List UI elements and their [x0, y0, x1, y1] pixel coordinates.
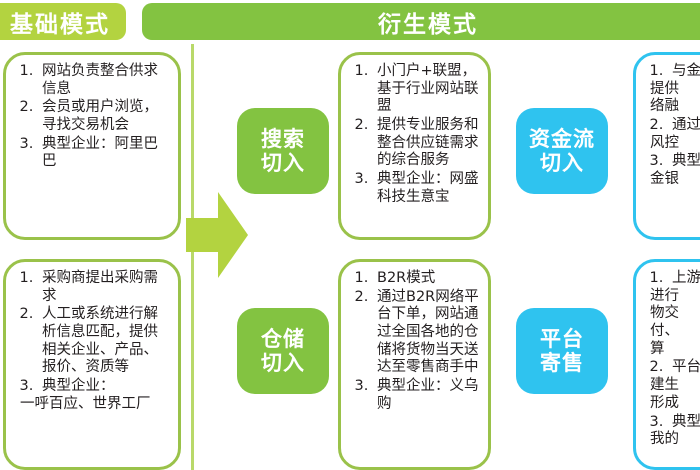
list-item: 典型企业：网盛科技生意宝	[373, 171, 482, 206]
list-item: B2R模式	[373, 270, 482, 288]
list-item-cont: 络融	[650, 98, 679, 115]
column-divider	[191, 44, 194, 470]
list-item-cont: 形成	[650, 394, 679, 411]
list-item: 提供专业服务和整合供应链需求的综合服务	[373, 117, 482, 170]
list-item-text: 平台	[672, 359, 700, 376]
list-item-tail: 一呼百应、世界工厂	[20, 395, 151, 412]
list-item: 典型企业： 一呼百应、世界工厂	[20, 378, 172, 413]
tile-search-entry-line1: 搜索	[261, 126, 305, 151]
list-item: 上游 进行 物交 付、 算	[650, 270, 700, 358]
right-arrow-icon	[186, 192, 248, 278]
list-item: 人工或系统进行解析信息匹配，提供相关企业、产品、报价、资质等	[38, 306, 172, 377]
list-item-cont: 建生	[650, 377, 679, 394]
list-item-cont: 我的	[650, 431, 679, 448]
list-item: 通过B2R网络平台下单，网站通过全国各地的仓储将货物当天送达至零售商手中	[373, 289, 482, 377]
list-item-text: 通过	[672, 117, 700, 134]
list-item-cont: 金银	[650, 171, 679, 188]
tile-fund-flow-entry-line2: 切入	[540, 151, 584, 175]
list-item: 小门户+联盟，基于行业网站联盟	[373, 63, 482, 116]
tile-storage-entry-line2: 切入	[261, 351, 305, 375]
list-item: 网站负责整合供求信息	[38, 63, 172, 98]
list-item-text: 与金	[672, 63, 700, 79]
card-basic-1-list: 网站负责整合供求信息 会员或用户浏览，寻找交易机会 典型企业：阿里巴巴	[12, 63, 172, 171]
header-basic-mode-label: 基础模式	[10, 11, 110, 38]
card-search-detail: 小门户+联盟，基于行业网站联盟 提供专业服务和整合供应链需求的综合服务 典型企业…	[338, 52, 491, 240]
tile-platform-consignment-line2: 寄售	[540, 351, 584, 375]
card-storage-detail: B2R模式 通过B2R网络平台下单，网站通过全国各地的仓储将货物当天送达至零售商…	[338, 259, 491, 470]
list-item: 平台 建生 形成	[650, 359, 700, 412]
list-item: 典型 金银	[650, 153, 700, 188]
list-item-text: 典型	[672, 413, 700, 430]
list-item-cont: 提供	[650, 80, 679, 97]
card-fund-flow-detail-list: 与金 提供 络融 通过 风控 典型 金银	[642, 63, 700, 189]
header-basic-mode: 基础模式	[0, 3, 126, 40]
card-basic-2-list: 采购商提出采购需求 人工或系统进行解析信息匹配，提供相关企业、产品、报价、资质等…	[12, 270, 172, 414]
list-item-cont: 付、	[650, 323, 679, 340]
list-item-cont: 物交	[650, 305, 679, 322]
list-item: 典型企业：义乌购	[373, 378, 482, 413]
list-item-cont: 进行	[650, 287, 679, 304]
card-basic-1: 网站负责整合供求信息 会员或用户浏览，寻找交易机会 典型企业：阿里巴巴	[3, 52, 181, 240]
list-item: 采购商提出采购需求	[38, 270, 172, 305]
list-item-text: 典型	[672, 153, 700, 170]
card-basic-2: 采购商提出采购需求 人工或系统进行解析信息匹配，提供相关企业、产品、报价、资质等…	[3, 259, 181, 470]
card-platform-consignment-detail: 上游 进行 物交 付、 算 平台 建生 形成 典型 我的	[633, 259, 700, 470]
tile-fund-flow-entry[interactable]: 资金流 切入	[516, 108, 608, 194]
list-item-text: 典型企业：	[42, 378, 115, 395]
list-item-cont: 算	[650, 340, 665, 357]
card-fund-flow-detail: 与金 提供 络融 通过 风控 典型 金银	[633, 52, 700, 240]
header-derived-mode-label: 衍生模式	[378, 11, 478, 38]
list-item: 通过 风控	[650, 117, 700, 152]
tile-search-entry[interactable]: 搜索 切入	[237, 108, 329, 194]
card-platform-consignment-detail-list: 上游 进行 物交 付、 算 平台 建生 形成 典型 我的	[642, 270, 700, 449]
tile-search-entry-line2: 切入	[261, 151, 305, 175]
tile-platform-consignment-line1: 平台	[540, 326, 584, 351]
tile-storage-entry-line1: 仓储	[261, 326, 305, 351]
list-item: 会员或用户浏览，寻找交易机会	[38, 99, 172, 134]
list-item-text: 上游	[672, 270, 700, 286]
list-item: 与金 提供 络融	[650, 63, 700, 116]
list-item-cont: 风控	[650, 134, 679, 151]
tile-fund-flow-entry-line1: 资金流	[529, 126, 595, 151]
tile-storage-entry[interactable]: 仓储 切入	[237, 308, 329, 394]
header-derived-mode: 衍生模式	[142, 3, 700, 40]
tile-platform-consignment[interactable]: 平台 寄售	[516, 308, 608, 394]
list-item: 典型企业：阿里巴巴	[38, 136, 172, 171]
card-storage-detail-list: B2R模式 通过B2R网络平台下单，网站通过全国各地的仓储将货物当天送达至零售商…	[347, 270, 482, 414]
card-search-detail-list: 小门户+联盟，基于行业网站联盟 提供专业服务和整合供应链需求的综合服务 典型企业…	[347, 63, 482, 207]
list-item: 典型 我的	[650, 413, 700, 449]
